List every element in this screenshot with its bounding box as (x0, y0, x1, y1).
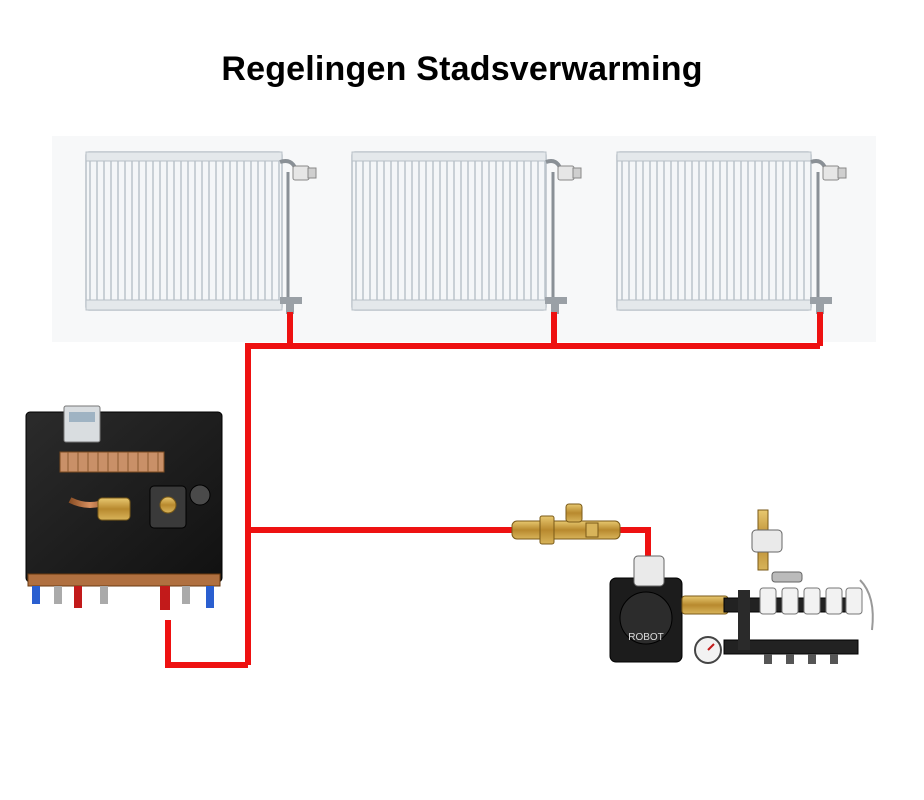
page-title: Regelingen Stadsverwarming (221, 50, 703, 88)
supply-pipes (165, 312, 823, 668)
delivery-set-taps (32, 586, 214, 610)
radiator-2 (351, 151, 582, 314)
radiator-3 (616, 151, 847, 314)
thermostatic-valve-icon (557, 165, 575, 181)
mixing-valve-to-manifold-pipe (620, 527, 651, 556)
delivery-set (25, 405, 223, 610)
underfloor-manifold: ROBOT (609, 509, 874, 664)
thermostatic-valve-icon (292, 165, 310, 181)
heat-meter-icon (63, 405, 101, 443)
pump-brand-label: ROBOT (628, 632, 664, 643)
thermostatic-valve-icon (822, 165, 840, 181)
delivery-set-outlet-pipe (165, 620, 248, 668)
radiator-supply-pipe (245, 343, 820, 665)
radiator-1 (85, 151, 317, 314)
mixing-valve (511, 503, 621, 545)
